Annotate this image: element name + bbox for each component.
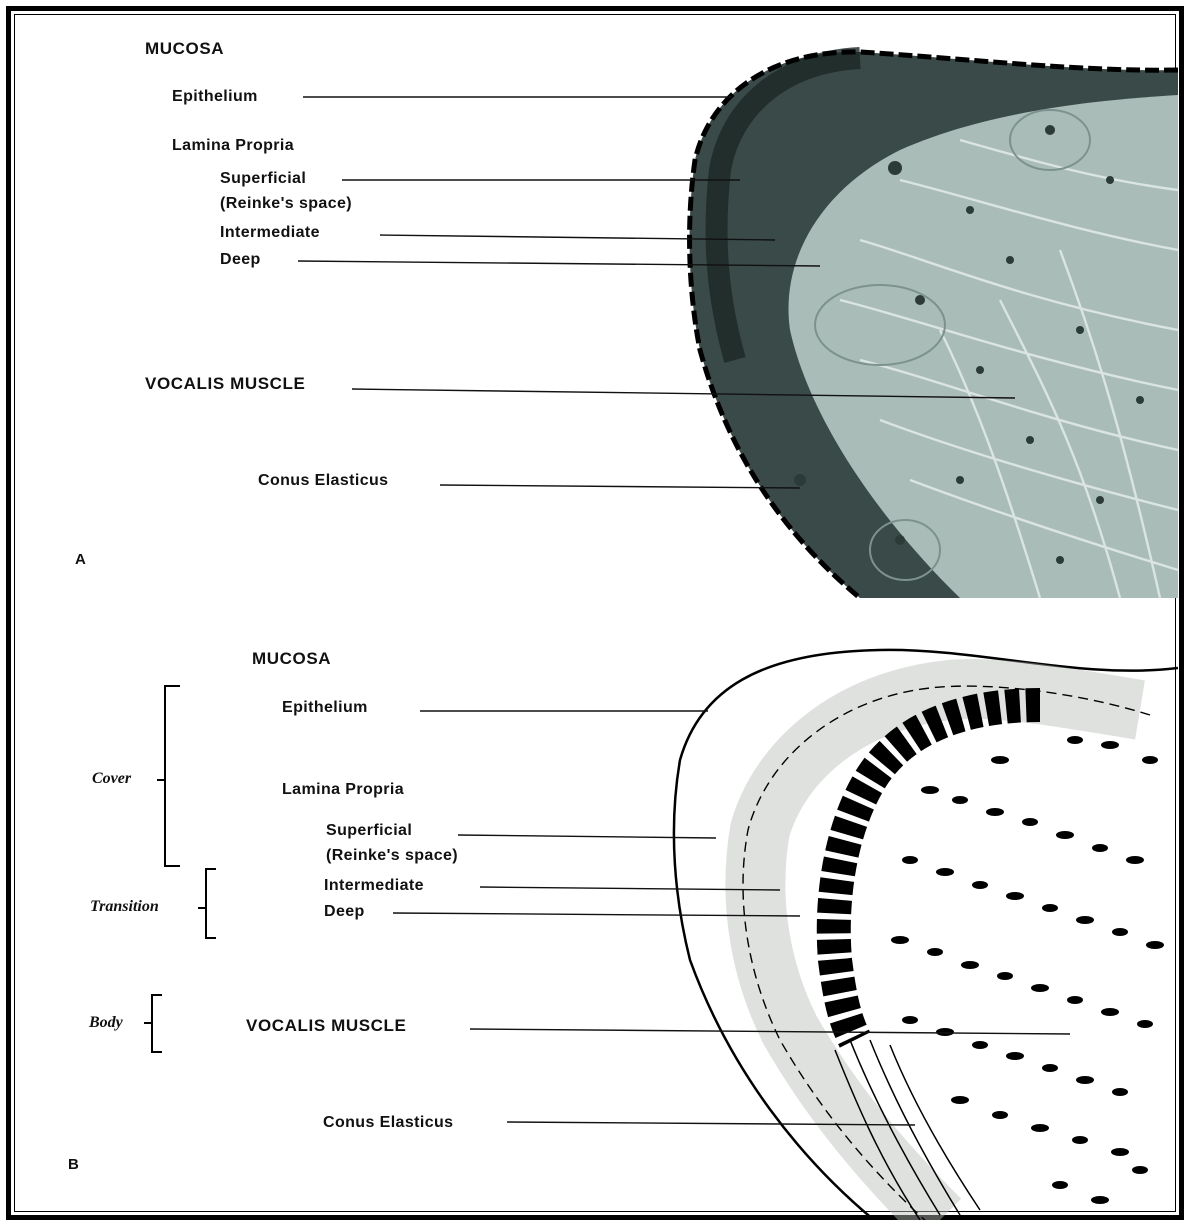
body-label: Body xyxy=(89,1014,123,1032)
cover-bracket xyxy=(157,686,180,866)
reinkes-space-label-b: (Reinke's space) xyxy=(326,847,458,865)
cover-label: Cover xyxy=(92,770,131,788)
panel-letter-a: A xyxy=(75,551,86,568)
brackets-b xyxy=(144,686,216,1052)
mucosa-label-a: MUCOSA xyxy=(145,40,224,58)
schematic-b xyxy=(674,650,1178,1225)
vocalis-muscle-label-b: VOCALIS MUSCLE xyxy=(246,1017,406,1035)
superficial-label-b: Superficial xyxy=(326,822,412,840)
reinkes-space-label-a: (Reinke's space) xyxy=(220,195,352,213)
conus-elasticus-label-a: Conus Elasticus xyxy=(258,472,388,490)
transition-bracket xyxy=(198,869,216,938)
lamina-propria-label-a: Lamina Propria xyxy=(172,137,294,155)
panel-letter-b: B xyxy=(68,1156,79,1173)
deep-label-b: Deep xyxy=(324,903,365,921)
muscle-fibers-b xyxy=(891,736,1164,1204)
epithelium-label-b: Epithelium xyxy=(282,699,368,717)
superficial-label-a: Superficial xyxy=(220,170,306,188)
vocalis-muscle-label-a: VOCALIS MUSCLE xyxy=(145,375,305,393)
epithelium-label-a: Epithelium xyxy=(172,88,258,106)
intermediate-label-a: Intermediate xyxy=(220,224,320,242)
leader-conus-a xyxy=(440,485,800,488)
mucosa-label-b: MUCOSA xyxy=(252,650,331,668)
deep-label-a: Deep xyxy=(220,251,261,269)
leader-superficial-b xyxy=(458,835,716,838)
body-bracket xyxy=(144,995,162,1052)
conus-elasticus-label-b: Conus Elasticus xyxy=(323,1114,453,1132)
transition-label: Transition xyxy=(90,898,159,916)
lamina-propria-label-b: Lamina Propria xyxy=(282,781,404,799)
micrograph-a xyxy=(690,52,1178,598)
intermediate-label-b: Intermediate xyxy=(324,877,424,895)
